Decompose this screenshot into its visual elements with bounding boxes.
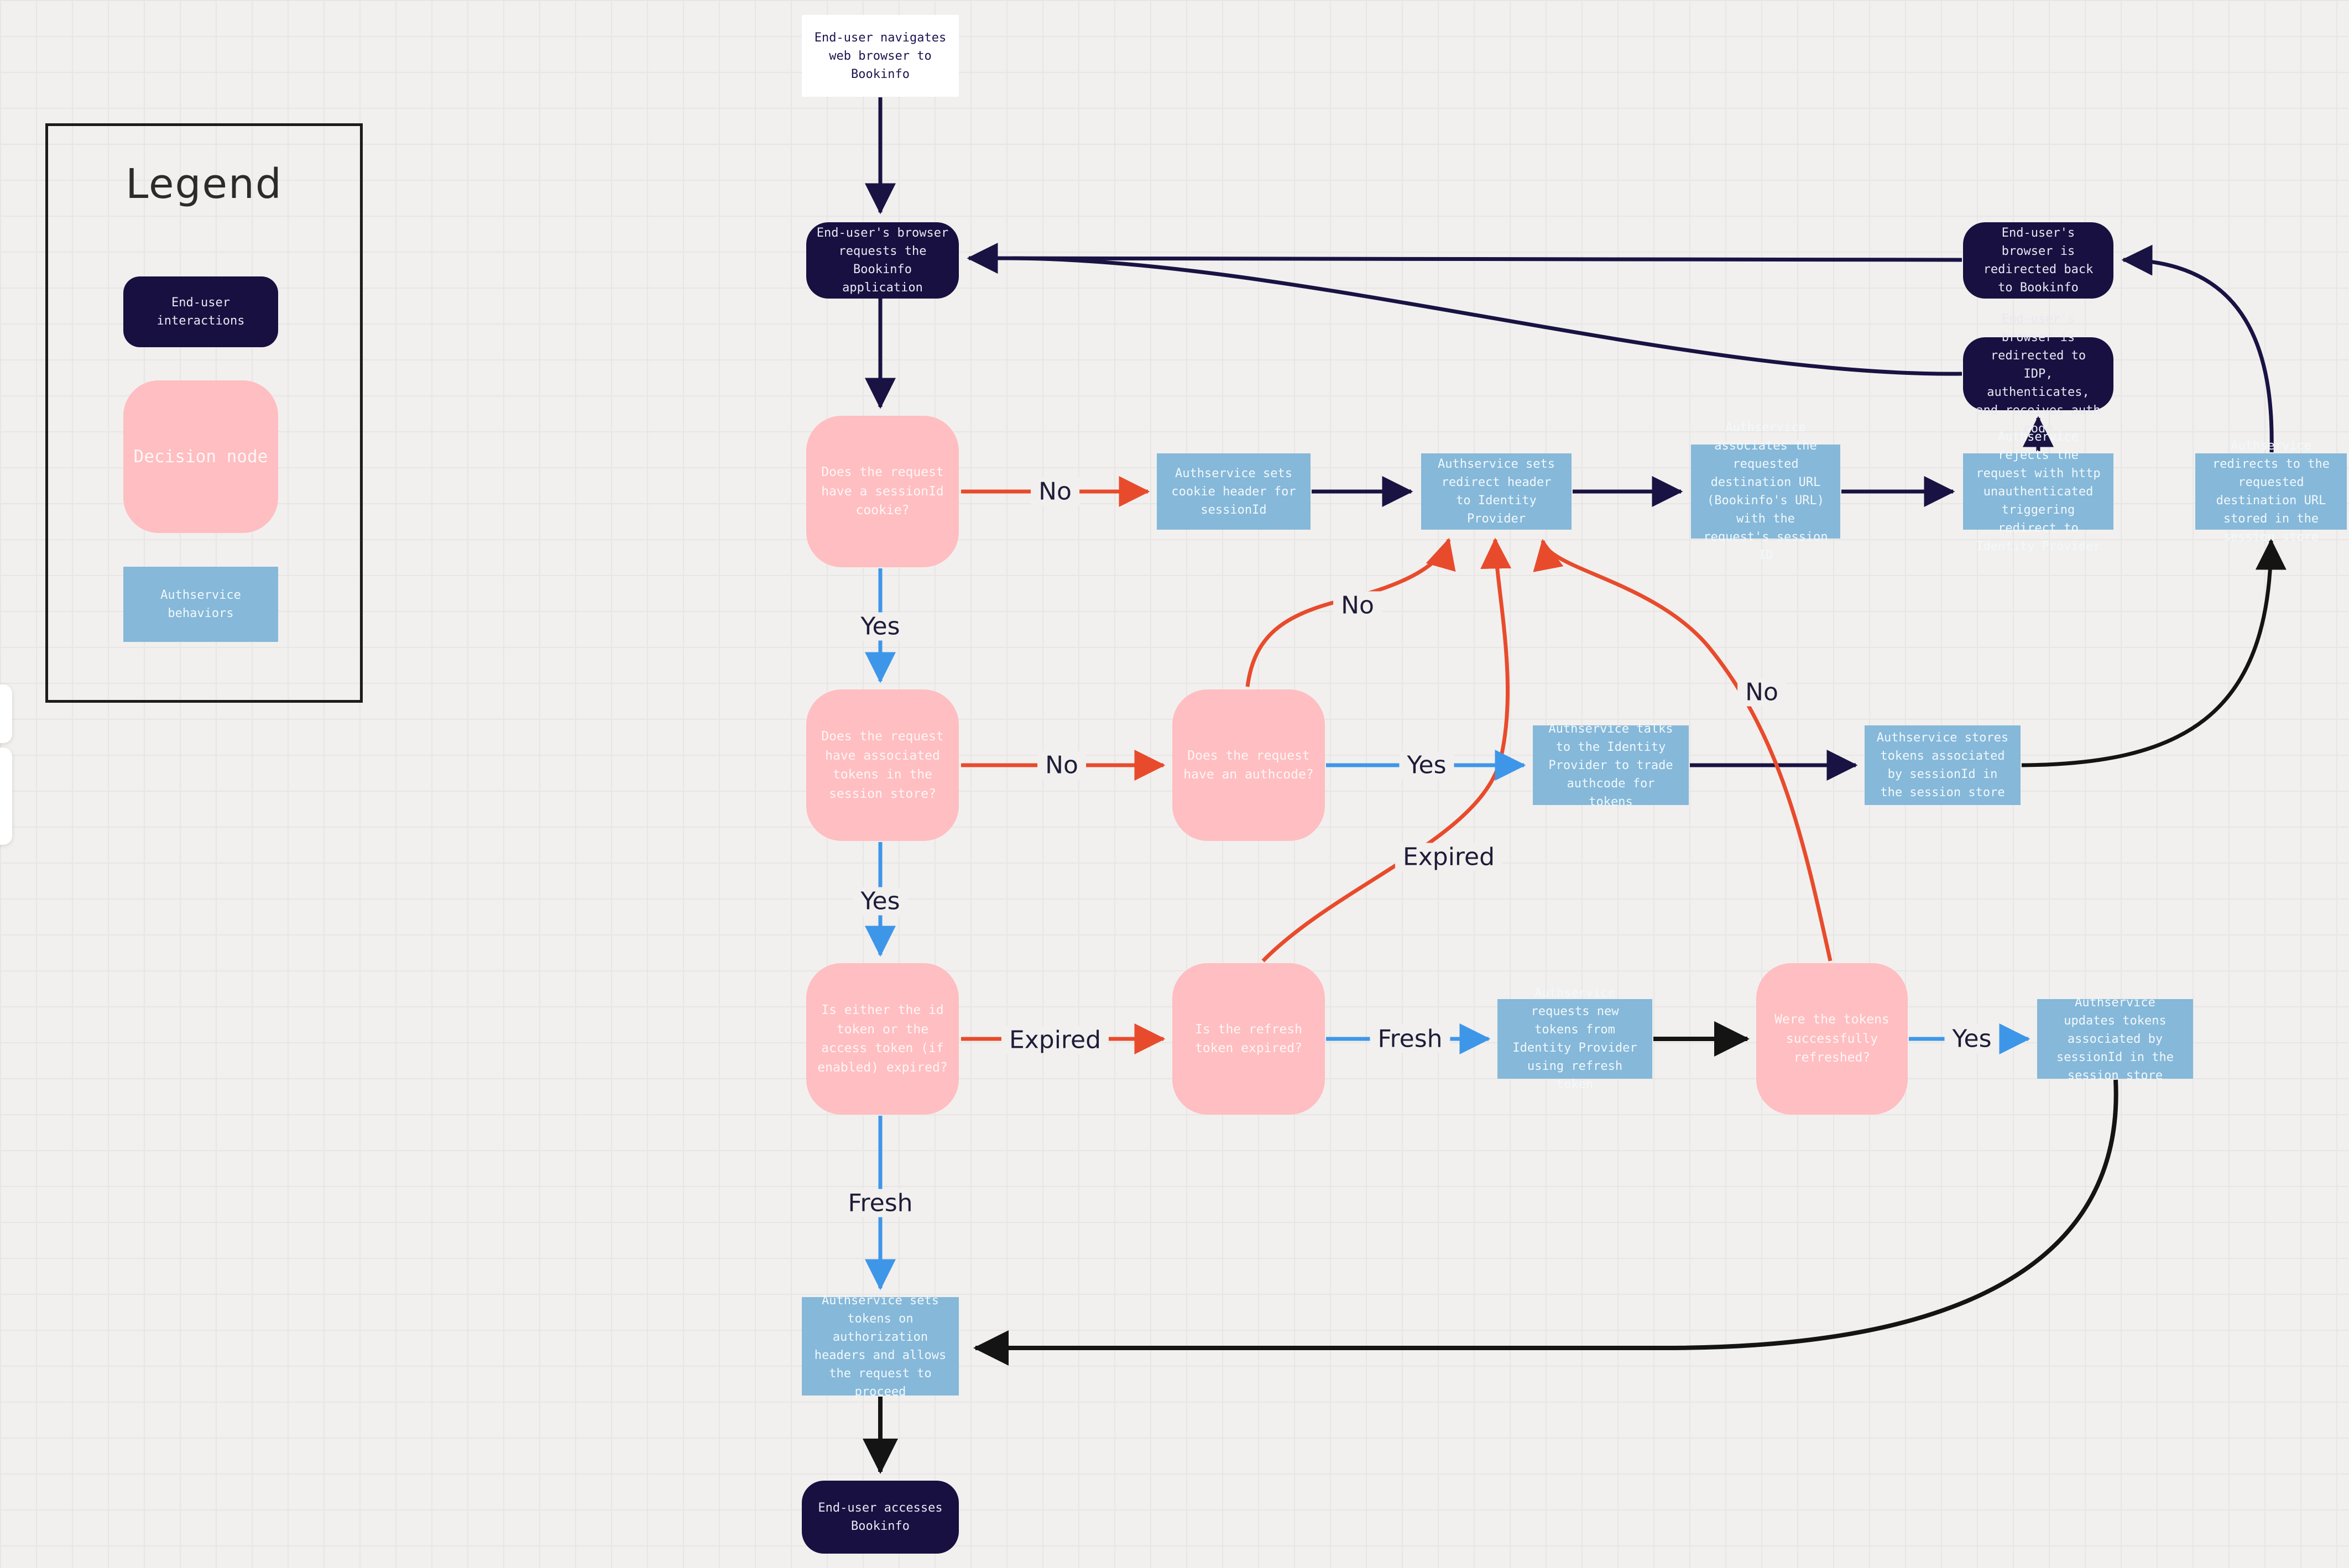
label-expired-refresh: Expired bbox=[1395, 843, 1503, 871]
legend-item-decision-node: Decision node bbox=[123, 380, 278, 533]
label-fresh-refresh: Fresh bbox=[1370, 1025, 1450, 1053]
decision-refresh-success: Were the tokens successfully refreshed? bbox=[1756, 963, 1908, 1115]
label-yes-authcode: Yes bbox=[1399, 751, 1454, 780]
decision-refresh-expired: Is the refresh token expired? bbox=[1172, 963, 1325, 1115]
sets-authorization-headers: Authservice sets tokens on authorization… bbox=[802, 1294, 959, 1399]
edge-refreshed-no-to-redirect bbox=[1533, 539, 1833, 961]
decision-authcode: Does the request have an authcode? bbox=[1172, 689, 1325, 841]
decision-token-expired: Is either the id token or the access tok… bbox=[806, 963, 959, 1115]
trades-authcode: Authservice talks to the Identity Provid… bbox=[1533, 722, 1689, 809]
label-yes-tokens: Yes bbox=[853, 887, 908, 916]
label-no-cookie: No bbox=[1031, 477, 1079, 506]
label-expired-token: Expired bbox=[1001, 1026, 1109, 1054]
updates-tokens: Authservice updates tokens associated by… bbox=[2037, 996, 2193, 1083]
edge-stores-to-redirects bbox=[2021, 539, 2287, 767]
label-no-tokens: No bbox=[1037, 751, 1086, 780]
decision-tokens-in-store: Does the request have associated tokens … bbox=[806, 689, 959, 841]
browser-redirected-idp: End-user's browser is redirected to IDP,… bbox=[1963, 312, 2113, 436]
label-yes-cookie: Yes bbox=[853, 612, 908, 641]
redirects-to-stored-url: Authservice redirects to the requested d… bbox=[2195, 439, 2347, 544]
legend-title: Legend bbox=[126, 160, 283, 208]
end-user-accesses-bookinfo: End-user accesses Bookinfo bbox=[802, 1481, 959, 1554]
rejects-request: Authservice rejects the request with htt… bbox=[1963, 430, 2113, 553]
sets-redirect-header: Authservice sets redirect header to Iden… bbox=[1421, 453, 1572, 530]
stores-tokens: Authservice stores tokens associated by … bbox=[1865, 725, 2021, 805]
canvas-artifact-pill bbox=[0, 748, 12, 845]
legend-item-authservice-behaviors: Authservice behaviors bbox=[123, 567, 278, 642]
edge-idp-to-requests bbox=[1011, 256, 1962, 376]
start-node: End-user navigates web browser to Bookin… bbox=[802, 15, 959, 97]
edge-redirects-to-back bbox=[2121, 244, 2274, 453]
label-yes-refresh-success: Yes bbox=[1944, 1025, 2000, 1053]
legend-item-enduser-interactions: End-user interactions bbox=[123, 276, 278, 347]
associates-destination-url: Authservice associates the requested des… bbox=[1691, 421, 1840, 562]
legend-box: Legend End-user interactions Decision no… bbox=[45, 123, 363, 703]
edge-updates-to-settokens bbox=[973, 1079, 2118, 1366]
label-no-authcode: No bbox=[1333, 591, 1382, 620]
requests-new-tokens: Authservice requests new tokens from Ide… bbox=[1497, 986, 1652, 1091]
label-fresh-token: Fresh bbox=[840, 1189, 921, 1217]
edge-back-to-requests bbox=[967, 243, 1962, 274]
browser-redirected-back: End-user's browser is redirected back to… bbox=[1963, 222, 2113, 299]
decision-sessionid-cookie: Does the request have a sessionId cookie… bbox=[806, 416, 959, 567]
label-no-refresh-success: No bbox=[1737, 678, 1786, 707]
browser-requests-bookinfo: End-user's browser requests the Bookinfo… bbox=[806, 222, 959, 299]
canvas-artifact-pill bbox=[0, 684, 12, 743]
sets-cookie-header: Authservice sets cookie header for sessi… bbox=[1157, 453, 1311, 530]
